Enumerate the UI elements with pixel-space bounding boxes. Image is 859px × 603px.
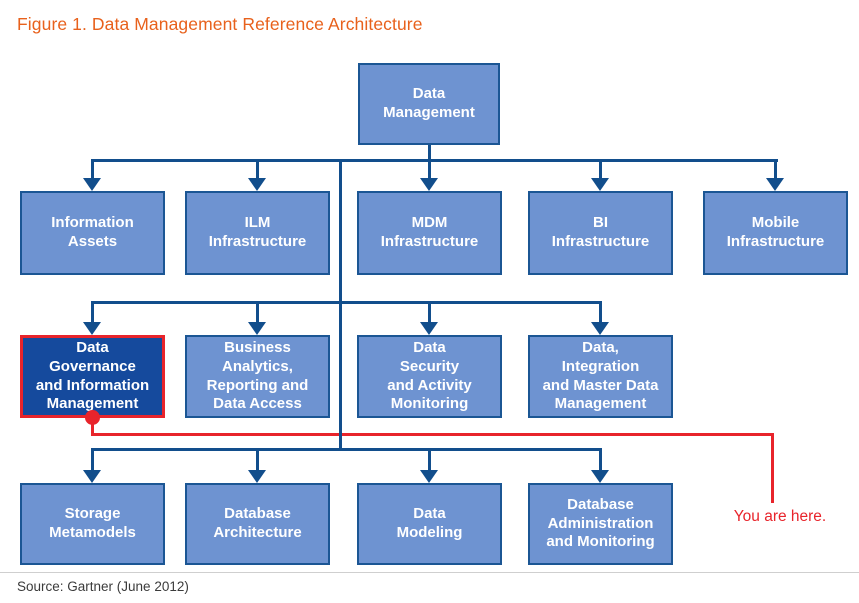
- arrow-down-icon: [248, 322, 266, 335]
- you-are-here-line-vertical: [771, 433, 774, 503]
- connector-drop-data-modeling: [428, 448, 431, 472]
- arrow-down-icon: [420, 322, 438, 335]
- arrow-down-icon: [83, 470, 101, 483]
- connector-drop-storage: [91, 448, 94, 472]
- node-mobile-infrastructure: Mobile Infrastructure: [703, 191, 848, 275]
- arrow-down-icon: [248, 470, 266, 483]
- you-are-here-line-horizontal: [91, 433, 774, 436]
- connector-trunk-row3-row4: [339, 301, 342, 451]
- connector-drop-bi: [599, 159, 602, 181]
- node-data-integration: Data, Integration and Master Data Manage…: [528, 335, 673, 418]
- footer-divider: [0, 572, 859, 573]
- connector-drop-mobile: [774, 159, 777, 181]
- you-are-here-dot: [85, 410, 100, 425]
- arrow-down-icon: [420, 178, 438, 191]
- connector-trunk-row2-row3: [339, 159, 342, 304]
- connector-drop-information-assets: [91, 159, 94, 181]
- connector-drop-governance: [91, 301, 94, 324]
- figure-title: Figure 1. Data Management Reference Arch…: [17, 14, 423, 34]
- arrow-down-icon: [83, 178, 101, 191]
- you-are-here-label: You are here.: [733, 508, 827, 525]
- connector-drop-analytics: [256, 301, 259, 324]
- arrow-down-icon: [591, 470, 609, 483]
- connector-root-stem: [428, 145, 431, 180]
- arrow-down-icon: [83, 322, 101, 335]
- connector-row2-horizontal: [91, 159, 778, 162]
- arrow-down-icon: [420, 470, 438, 483]
- connector-drop-integration: [599, 301, 602, 324]
- arrow-down-icon: [591, 322, 609, 335]
- connector-row4-horizontal: [91, 448, 602, 451]
- node-bi-infrastructure: BI Infrastructure: [528, 191, 673, 275]
- you-are-here-line-stem: [91, 417, 94, 436]
- connector-row3-horizontal: [91, 301, 602, 304]
- node-information-assets: Information Assets: [20, 191, 165, 275]
- node-data-management: Data Management: [358, 63, 500, 145]
- arrow-down-icon: [248, 178, 266, 191]
- node-data-modeling: Data Modeling: [357, 483, 502, 565]
- arrow-down-icon: [766, 178, 784, 191]
- node-storage-metamodels: Storage Metamodels: [20, 483, 165, 565]
- node-business-analytics: Business Analytics, Reporting and Data A…: [185, 335, 330, 418]
- node-ilm-infrastructure: ILM Infrastructure: [185, 191, 330, 275]
- connector-drop-security: [428, 301, 431, 324]
- connector-drop-db-administration: [599, 448, 602, 472]
- node-data-governance-highlighted: Data Governance and Information Manageme…: [20, 335, 165, 418]
- connector-drop-ilm: [256, 159, 259, 181]
- node-data-security: Data Security and Activity Monitoring: [357, 335, 502, 418]
- source-caption: Source: Gartner (June 2012): [17, 579, 189, 594]
- connector-drop-db-architecture: [256, 448, 259, 472]
- node-database-architecture: Database Architecture: [185, 483, 330, 565]
- arrow-down-icon: [591, 178, 609, 191]
- node-database-administration: Database Administration and Monitoring: [528, 483, 673, 565]
- node-mdm-infrastructure: MDM Infrastructure: [357, 191, 502, 275]
